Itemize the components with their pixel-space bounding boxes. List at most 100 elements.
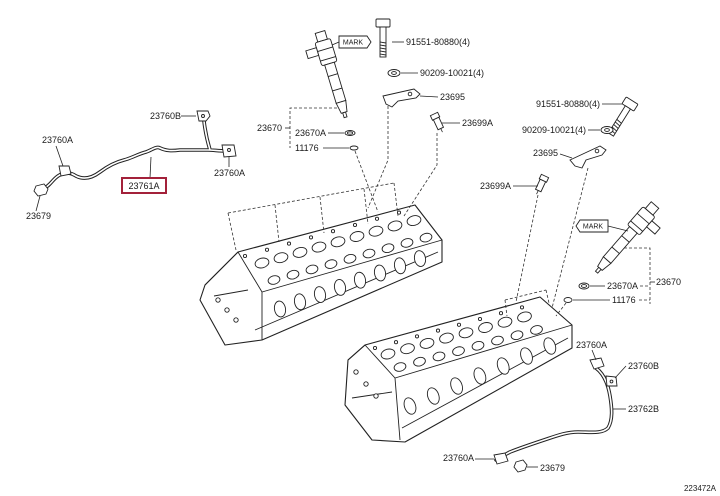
clamp-upper-hole: [407, 91, 413, 97]
bolt-hole: [519, 305, 525, 310]
cam-journal: [330, 236, 346, 248]
leader-line: [559, 153, 573, 159]
port: [473, 367, 487, 385]
label-fuel-pipe-upper[interactable]: 23761A: [128, 181, 159, 191]
pipe-fitting-upper: [33, 183, 49, 197]
injector-body: [324, 61, 347, 104]
gasket-upper: [349, 145, 359, 151]
valve-bore: [530, 325, 543, 335]
label-pipe-bracket-lower[interactable]: 23760B: [628, 361, 659, 371]
valve-bore: [432, 351, 446, 362]
injector-inlet: [305, 47, 320, 60]
port: [426, 387, 440, 405]
o-ring-upper-inner: [346, 131, 354, 135]
injector-tip: [342, 111, 348, 119]
label-union-lower[interactable]: 23699A: [480, 181, 511, 191]
clamp-lower: [569, 145, 607, 169]
label-o-ring-upper[interactable]: 23670A: [295, 128, 326, 138]
label-pipe-fitting-upper[interactable]: 23679: [26, 211, 51, 221]
pipe-fitting-lower: [513, 459, 528, 473]
label-injector-lower[interactable]: 23670: [656, 277, 681, 287]
cylinder-head-upper-details: [215, 210, 433, 323]
label-o-ring-lower[interactable]: 23670A: [607, 281, 638, 291]
union-lower-body: [534, 178, 547, 193]
pipe-bracket-lower-hole: [609, 379, 614, 384]
label-injector-upper[interactable]: 23670: [257, 123, 282, 133]
label-union-upper[interactable]: 23699A: [462, 118, 493, 128]
fuel-pipe-lower-outline: [494, 366, 614, 462]
bolt-lower: [607, 96, 639, 137]
assembly-line-upper-clamp: [367, 106, 389, 209]
label-bolt-lower[interactable]: 91551-80880(4): [536, 99, 600, 109]
label-pipe-clamp-upper-left[interactable]: 23760A: [42, 135, 73, 145]
label-clamp-lower[interactable]: 23695: [533, 148, 558, 158]
valve-bore: [400, 238, 414, 248]
clamp-upper-body: [382, 88, 421, 108]
label-gasket-lower[interactable]: 11176: [612, 295, 636, 305]
injector-head: [314, 38, 338, 66]
port: [403, 397, 417, 415]
port: [543, 337, 557, 355]
bolt-hole: [308, 235, 314, 240]
mark-tag-lower: MARK: [575, 219, 629, 233]
label-bolt-upper[interactable]: 91551-80880(4): [406, 37, 470, 47]
union-upper: [429, 111, 445, 133]
bolt-hole: [393, 340, 399, 345]
label-pipe-bracket-upper[interactable]: 23760B: [150, 111, 181, 121]
washer-upper: [387, 69, 401, 77]
bolt-hole: [264, 247, 270, 252]
valve-bore: [381, 243, 395, 253]
cam-journal: [292, 246, 308, 258]
cam-journal: [419, 337, 435, 349]
pipe-clamp-upper-right-hole: [227, 148, 231, 152]
leader-line: [614, 365, 627, 379]
diagram-reference-code: 223472A: [684, 484, 717, 493]
bolt-upper-head: [375, 18, 391, 28]
cylinder-head-upper-edges: [204, 239, 443, 340]
label-clamp-upper[interactable]: 23695: [440, 92, 465, 102]
port: [353, 271, 367, 289]
assembly-line-lower-bracket: [624, 247, 651, 304]
washer-lower: [600, 126, 614, 134]
port: [496, 357, 510, 375]
injector-bands: [317, 46, 343, 92]
o-ring-upper: [344, 130, 356, 136]
cam-journal: [497, 316, 513, 328]
injector-upper: [305, 30, 348, 119]
bolt-hole: [374, 216, 380, 221]
injector-bands: [611, 212, 650, 254]
injector-inlet: [645, 220, 661, 235]
mark-tag-upper-text: MARK: [343, 40, 364, 47]
cam-journal: [273, 252, 289, 264]
highlight-box-fuel-pipe[interactable]: [121, 177, 167, 194]
mark-tag-lower-text: MARK: [583, 224, 604, 231]
assembly-line-lower-box: [504, 289, 550, 317]
label-pipe-clamp-upper-right[interactable]: 23760A: [214, 168, 245, 178]
pipe-clamp-upper-left: [58, 165, 72, 177]
label-pipe-clamp-lower-top[interactable]: 23760A: [576, 340, 607, 350]
valve-bore: [267, 275, 281, 285]
cam-journal: [349, 231, 365, 242]
leader-line: [419, 95, 439, 98]
assembly-line-upper-union: [403, 133, 438, 217]
label-fuel-pipe-lower[interactable]: 23762B: [628, 404, 659, 414]
fuel-pipe-lower-core: [495, 367, 613, 461]
cam-journal: [517, 311, 532, 323]
label-pipe-fitting-lower[interactable]: 23679: [540, 463, 565, 473]
bolt-hole: [233, 317, 239, 323]
pipe-clamp-upper-right: [221, 144, 237, 158]
label-washer-upper[interactable]: 90209-10021(4): [420, 68, 484, 78]
cam-journal: [478, 322, 493, 333]
mark-tag-upper-string: [331, 41, 340, 46]
clamp-lower-hole: [594, 148, 600, 154]
valve-bore: [393, 362, 407, 372]
valve-bore: [343, 254, 357, 264]
bolt-hole: [498, 311, 504, 316]
label-gasket-upper[interactable]: 11176: [295, 143, 319, 153]
label-pipe-clamp-lower-bottom[interactable]: 23760A: [443, 453, 474, 463]
label-washer-lower[interactable]: 90209-10021(4): [522, 125, 586, 135]
leader-line: [35, 195, 41, 212]
valve-bore: [471, 341, 485, 351]
assembly-line-upper-bracket: [289, 107, 337, 148]
